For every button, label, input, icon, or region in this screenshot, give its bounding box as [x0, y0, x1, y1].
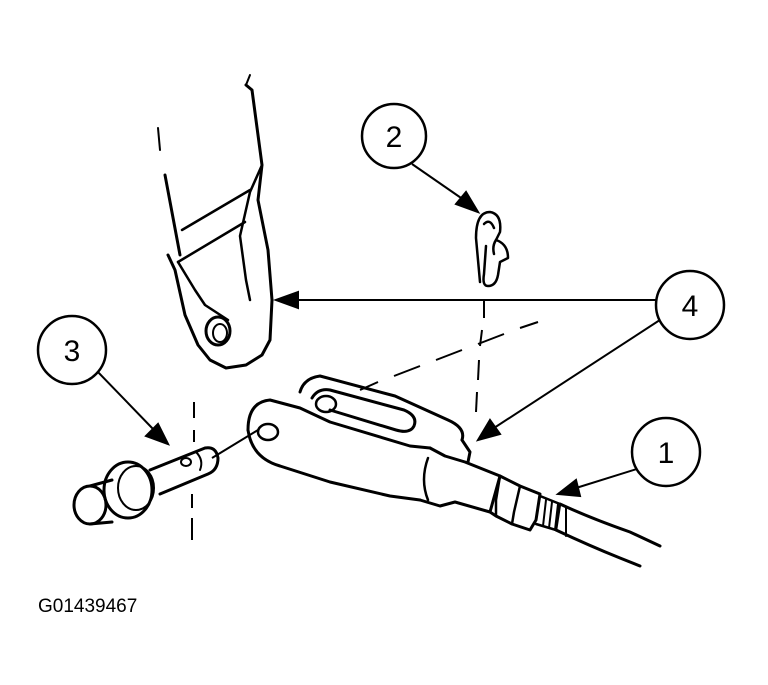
leader-lines: [95, 163, 667, 498]
callout-number-4: 4: [682, 290, 699, 323]
retaining-clip: [474, 210, 510, 288]
callout-1: 1: [630, 416, 702, 488]
pin-axis-line: [191, 402, 195, 540]
clevis-axis-line: [211, 321, 539, 459]
cable: [554, 502, 662, 568]
callout-3: 3: [36, 314, 108, 386]
clip-axis-line: [475, 300, 485, 413]
lever-arm: [157, 74, 274, 370]
callout-number-2: 2: [386, 121, 403, 154]
callout-2: 2: [360, 102, 428, 170]
callout-number-1: 1: [658, 437, 675, 470]
clevis-pin: [72, 446, 220, 526]
callout-4: 4: [654, 269, 726, 341]
clevis-fork: [246, 374, 562, 532]
figure-id-label: G01439467: [38, 596, 137, 617]
callout-number-3: 3: [64, 335, 81, 368]
